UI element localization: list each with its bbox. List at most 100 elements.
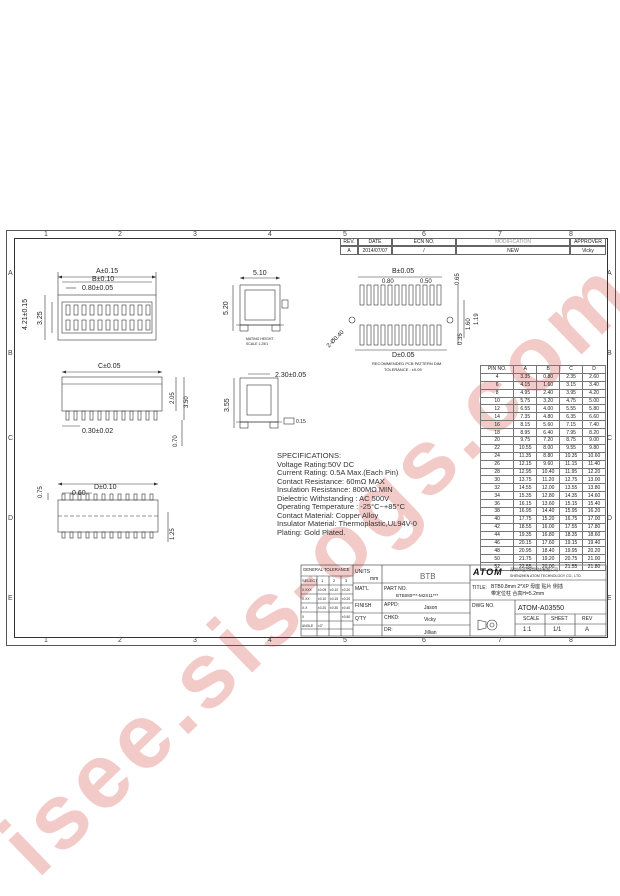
bottom-view-pin bbox=[61, 531, 66, 539]
part-no-label: PART NO. bbox=[384, 586, 408, 592]
tolerance-cell: X.X bbox=[302, 606, 308, 610]
pcb-pad bbox=[380, 324, 386, 346]
zone-col-8: 8 bbox=[569, 231, 573, 238]
zone-col-2: 2 bbox=[118, 231, 122, 238]
pcb-pad bbox=[436, 284, 442, 306]
bottom-view-pin bbox=[133, 493, 138, 501]
pin-table-cell: 32 bbox=[479, 483, 515, 493]
pcb-pattern-pads bbox=[359, 284, 442, 346]
top-view-pin bbox=[81, 304, 87, 316]
front-view-pin bbox=[145, 410, 150, 421]
pin-table-cell: 15.95 bbox=[559, 507, 584, 516]
tolerance-cell: ±0.05 bbox=[318, 588, 327, 592]
front-view-body bbox=[61, 376, 163, 412]
spec-current: Current Rating: 0.5A Max.(Each Pin) bbox=[277, 468, 399, 477]
tol-col-2: 2 bbox=[333, 578, 336, 583]
zone-row-e-right: E bbox=[607, 595, 612, 602]
front-view-pin bbox=[65, 410, 70, 421]
dim-text-520: 5.20 bbox=[223, 301, 230, 315]
dim-text-015: 0.15 bbox=[296, 419, 306, 425]
dim-text-pcb-d: D±0.05 bbox=[392, 352, 415, 359]
dim-text-pcb-065: 0.65 bbox=[455, 273, 461, 285]
pin-table-cell: 7.35 bbox=[513, 412, 538, 422]
top-view-pin bbox=[121, 319, 127, 331]
pin-table-cell: 3.15 bbox=[559, 380, 584, 390]
pcb-pad bbox=[408, 324, 414, 346]
tolerance-cell: X.XX bbox=[302, 597, 310, 601]
bottom-view-pin bbox=[109, 493, 114, 501]
title-line-2: 带定位柱 合高H=5.2mm bbox=[491, 591, 545, 597]
pin-table-cell: 8.00 bbox=[536, 443, 561, 453]
top-view-pin bbox=[81, 319, 87, 331]
pin-table-cell: 7.40 bbox=[582, 420, 606, 430]
dim-text-325: 3.25 bbox=[37, 311, 44, 325]
front-view-pin bbox=[97, 410, 102, 421]
dim-text-355: 3.55 bbox=[224, 398, 231, 412]
pin-table-cell: 12.95 bbox=[513, 467, 538, 477]
pcb-pad bbox=[429, 284, 435, 306]
pin-table-cell: 18.55 bbox=[513, 522, 538, 532]
pcb-pad bbox=[373, 324, 379, 346]
dim-text-a: A±0.15 bbox=[96, 268, 119, 275]
pin-table-cell: 6.60 bbox=[582, 412, 606, 422]
pin-table-cell: 8.80 bbox=[536, 451, 561, 461]
zone-col-1-bottom: 1 bbox=[44, 637, 48, 644]
top-view-pin bbox=[73, 319, 79, 331]
pin-table-cell: 24 bbox=[479, 451, 515, 461]
pin-table-cell: 3.40 bbox=[582, 380, 606, 390]
pin-table-cell: 4.80 bbox=[536, 412, 561, 422]
pin-table-cell: 17.60 bbox=[536, 538, 561, 548]
pin-table-cell: 48 bbox=[479, 546, 515, 556]
zone-row-c: C bbox=[8, 435, 14, 442]
pin-table-cell: 21.75 bbox=[513, 554, 538, 564]
pin-table-cell: 46 bbox=[479, 538, 515, 548]
bottom-view-pin bbox=[77, 531, 82, 539]
pin-table-cell: 21.80 bbox=[582, 562, 606, 572]
pin-table-cell: 12.20 bbox=[582, 467, 606, 477]
pin-table-cell: 36 bbox=[479, 499, 515, 509]
bottom-view-pin bbox=[101, 531, 106, 539]
zone-row-b: B bbox=[8, 350, 13, 357]
dim-text-070: 0.70 bbox=[173, 435, 179, 447]
pin-table-cell: 18.35 bbox=[559, 530, 584, 540]
pin-table-cell: 16 bbox=[479, 420, 515, 430]
top-view-pin bbox=[65, 304, 71, 316]
rev-row-approver: Vicky bbox=[570, 246, 606, 255]
pin-table-cell: 10 bbox=[479, 396, 515, 406]
pin-table-cell: 4.95 bbox=[513, 388, 538, 398]
specifications: SPECIFICATIONS: Voltage Rating:50V DC Cu… bbox=[277, 451, 417, 537]
pin-table-cell: 12.00 bbox=[536, 483, 561, 493]
pcb-pad bbox=[380, 284, 386, 306]
spec-heading: SPECIFICATIONS: bbox=[277, 451, 342, 460]
bottom-view-pin bbox=[149, 531, 154, 539]
top-view-pin bbox=[89, 304, 95, 316]
drawing-inner-frame bbox=[14, 238, 608, 638]
pcb-pad bbox=[359, 324, 365, 346]
projection-symbol bbox=[486, 619, 498, 631]
front-view-pin bbox=[129, 410, 134, 421]
tolerance-cell: ±0.15 bbox=[330, 597, 339, 601]
top-view-pin bbox=[89, 319, 95, 331]
scale-value: 1:1 bbox=[523, 627, 532, 633]
tolerance-cell: ±0.40 bbox=[342, 606, 351, 610]
tolerance-cell: ±0.30 bbox=[330, 606, 339, 610]
bottom-view-pins bbox=[61, 493, 154, 539]
pin-table-cell: 30 bbox=[479, 475, 515, 485]
pin-table-cell: 4 bbox=[479, 372, 515, 382]
end-view-body bbox=[239, 377, 279, 423]
pcb-pad bbox=[422, 284, 428, 306]
pcb-pad bbox=[366, 324, 372, 346]
side-note-scale: SCALE 1.25/1 bbox=[246, 342, 269, 346]
bottom-view-pin bbox=[133, 531, 138, 539]
dim-text-pcb-b: B±0.05 bbox=[392, 268, 415, 275]
pcb-locating-hole-left bbox=[348, 316, 356, 324]
